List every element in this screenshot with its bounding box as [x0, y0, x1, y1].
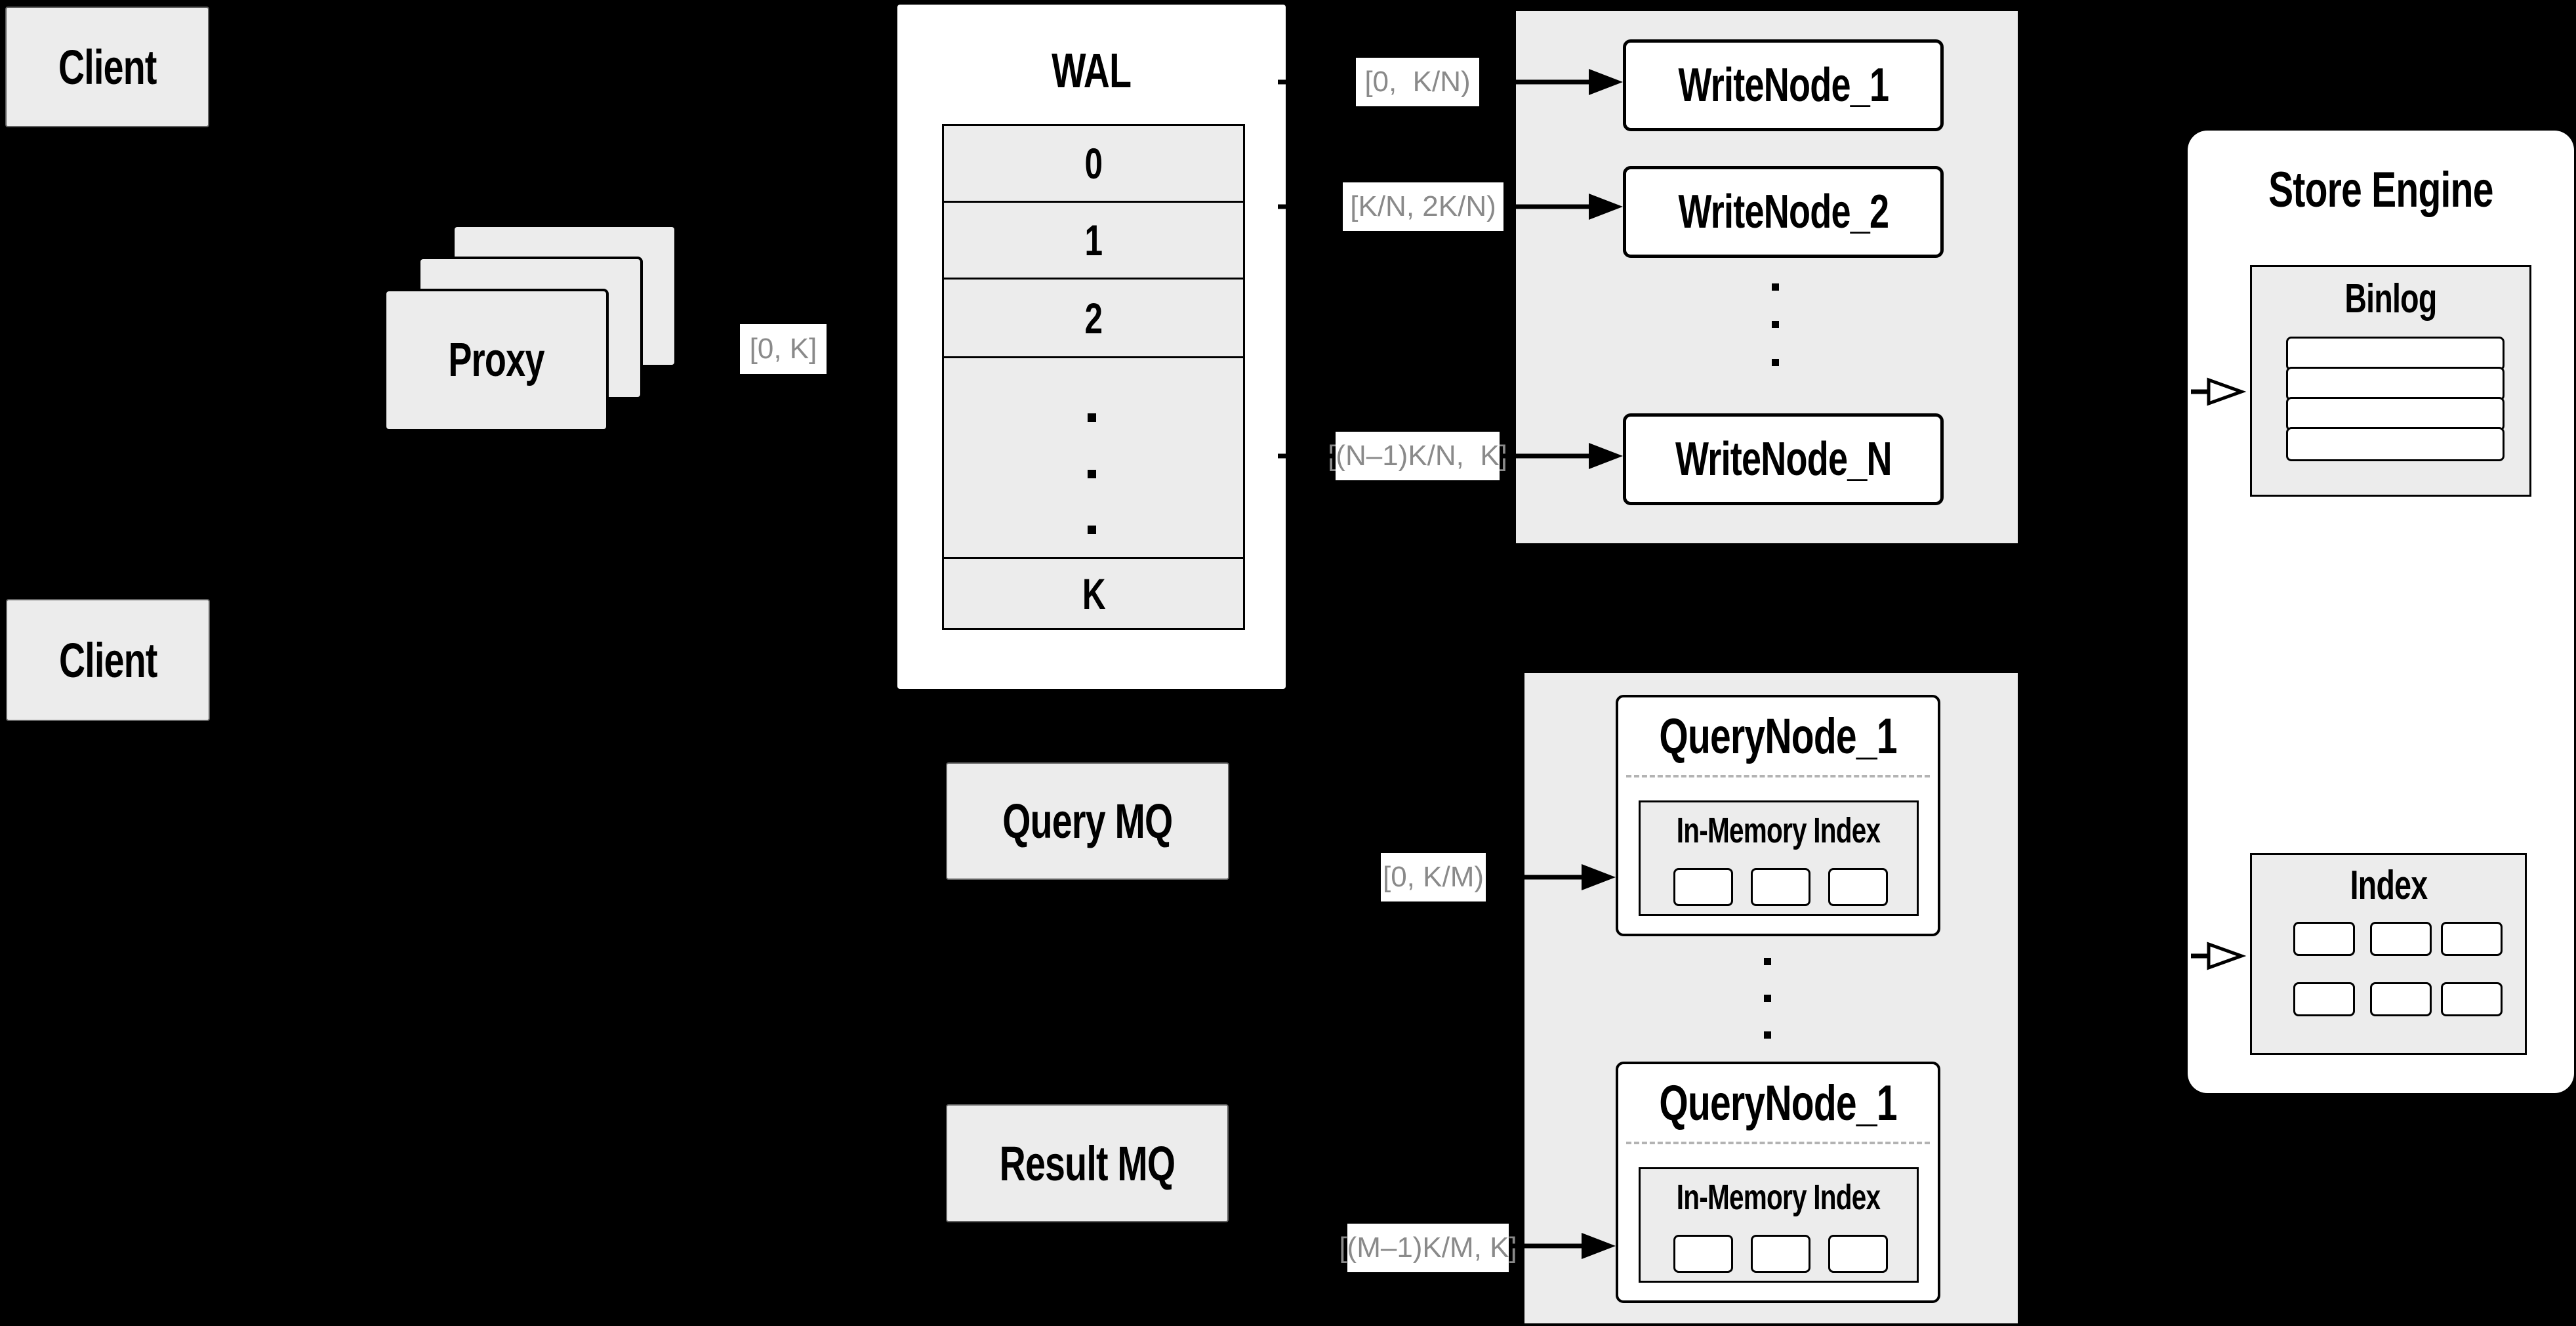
proxy-label: Proxy: [448, 334, 544, 386]
store-engine-title-wrap: Store Engine: [2188, 157, 2574, 222]
wal-row-0: 0: [944, 126, 1243, 203]
wal-ellipsis-dot: [1088, 470, 1096, 478]
wal-row-ellipsis: [944, 358, 1243, 559]
write-node-1: WriteNode_1: [1623, 39, 1944, 131]
write-node-ellipsis-dot: [1772, 321, 1779, 328]
client-box-top: Client: [5, 7, 209, 127]
query-node-2-inmem-title: In-Memory Index: [1677, 1178, 1881, 1217]
query-node-1-inmem-title: In-Memory Index: [1677, 811, 1881, 850]
write-node-2: WriteNode_2: [1623, 166, 1944, 258]
proxy-box-front: Proxy: [384, 289, 609, 432]
index-segment-cell: [2293, 922, 2355, 956]
wal-title-wrap: WAL: [897, 41, 1286, 100]
query-node-1: QueryNode_1 In-Memory Index: [1616, 695, 1940, 936]
wal-row-k: K: [944, 559, 1243, 630]
query-mq-label: Query MQ: [1002, 794, 1173, 848]
index-title: Index: [2350, 862, 2427, 908]
query-node-1-inmem-box: In-Memory Index: [1639, 800, 1919, 916]
index-title-wrap: Index: [2252, 855, 2525, 915]
range-label-query-1: [0, K/M): [1381, 853, 1486, 901]
query-node-1-title: QueryNode_1: [1659, 708, 1897, 764]
query-node-2: QueryNode_1 In-Memory Index: [1616, 1062, 1940, 1303]
wal-row-k-label: K: [1082, 569, 1105, 618]
arrowhead-write-node-1: [1589, 69, 1623, 95]
inmem-segment-cell: [1751, 868, 1810, 906]
range-label-proxy-out: [0, K]: [740, 324, 827, 374]
wal-segment-table: 0 1 2 K: [942, 124, 1245, 630]
write-node-1-label: WriteNode_1: [1678, 59, 1889, 112]
write-node-ellipsis-dot: [1772, 359, 1779, 366]
client-top-label: Client: [58, 39, 157, 94]
inmem-segment-cell: [1673, 868, 1733, 906]
wal-box: WAL 0 1 2 K: [897, 5, 1286, 689]
binlog-title: Binlog: [2344, 276, 2437, 321]
range-label-write-n: [(N–1)K/N, K]: [1328, 432, 1507, 480]
query-node-1-title-wrap: QueryNode_1: [1618, 697, 1938, 775]
arrowhead-write-node-2: [1589, 194, 1623, 220]
query-node-2-inmem-box: In-Memory Index: [1639, 1167, 1919, 1283]
query-mq-box: Query MQ: [946, 762, 1229, 880]
range-label-write-2: [K/N, 2K/N): [1343, 182, 1503, 231]
range-label-write-1: [0, K/N): [1356, 58, 1479, 106]
index-segment-cell: [2293, 982, 2355, 1016]
index-segment-cell: [2441, 922, 2503, 956]
binlog-title-wrap: Binlog: [2252, 267, 2529, 330]
client-box-bottom: Client: [6, 599, 210, 721]
inmem-segment-cell: [1828, 1235, 1888, 1273]
binlog-row: [2286, 427, 2504, 461]
query-node-2-title: QueryNode_1: [1659, 1075, 1897, 1131]
query-node-1-inmem-title-wrap: In-Memory Index: [1641, 802, 1917, 859]
index-box: Index: [2250, 853, 2527, 1055]
wal-row-0-label: 0: [1084, 139, 1103, 188]
arrowhead-binlog: [2207, 377, 2247, 406]
store-engine-title: Store Engine: [2268, 161, 2493, 218]
index-segment-cell: [2370, 922, 2432, 956]
arrowhead-query-node-2: [1582, 1233, 1616, 1259]
wal-row-2: 2: [944, 280, 1243, 358]
index-segment-cell: [2370, 982, 2432, 1016]
write-node-n: WriteNode_N: [1623, 413, 1944, 505]
query-node-2-title-wrap: QueryNode_1: [1618, 1064, 1938, 1142]
wal-row-1-label: 1: [1084, 216, 1103, 264]
range-label-query-m: [(M–1)K/M, K]: [1339, 1224, 1517, 1272]
query-node-1-divider: [1626, 775, 1930, 777]
client-bottom-label: Client: [58, 632, 157, 688]
query-node-ellipsis-dot: [1764, 958, 1771, 965]
binlog-box: Binlog: [2250, 265, 2531, 497]
arrowhead-query-node-1: [1582, 864, 1616, 890]
result-mq-label: Result MQ: [999, 1136, 1176, 1191]
write-node-2-label: WriteNode_2: [1678, 186, 1889, 238]
result-mq-box: Result MQ: [946, 1104, 1229, 1222]
arrowhead-index: [2207, 942, 2247, 970]
write-node-n-label: WriteNode_N: [1675, 433, 1892, 486]
write-node-ellipsis-dot: [1772, 283, 1779, 291]
inmem-segment-cell: [1828, 868, 1888, 906]
index-segment-cell: [2441, 982, 2503, 1016]
wal-ellipsis-dot: [1088, 413, 1096, 422]
query-node-2-inmem-title-wrap: In-Memory Index: [1641, 1169, 1917, 1226]
wal-title: WAL: [1052, 43, 1132, 98]
inmem-segment-cell: [1751, 1235, 1810, 1273]
wal-ellipsis-dot: [1088, 526, 1096, 534]
store-engine-box: Store Engine Binlog Index: [2188, 131, 2574, 1093]
inmem-segment-cell: [1673, 1235, 1733, 1273]
query-node-2-divider: [1626, 1142, 1930, 1144]
wal-row-1: 1: [944, 203, 1243, 280]
query-node-ellipsis-dot: [1764, 995, 1771, 1002]
wal-row-2-label: 2: [1084, 293, 1103, 342]
arrowhead-write-node-n: [1589, 443, 1623, 469]
query-node-ellipsis-dot: [1764, 1031, 1771, 1039]
